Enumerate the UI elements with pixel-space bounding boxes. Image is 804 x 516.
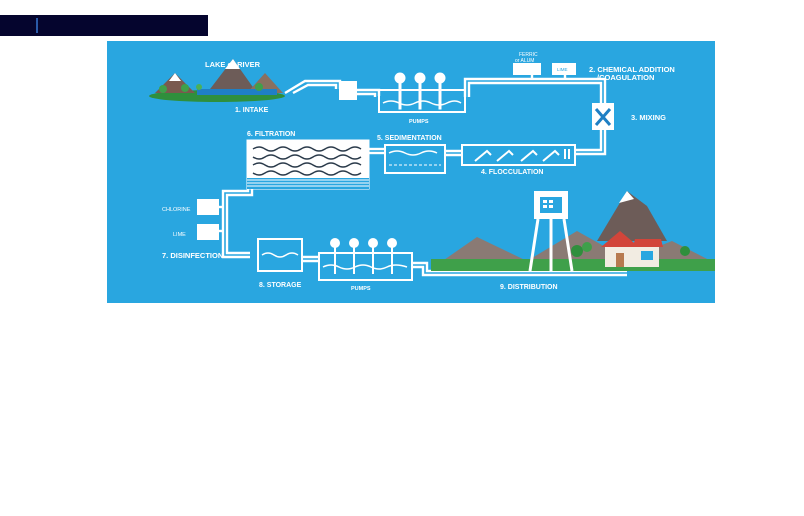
lake-scene xyxy=(149,59,285,102)
lake-label: LAKE or RIVER xyxy=(205,60,261,69)
lime-top-label: LIME xyxy=(557,67,568,72)
chemical-label-line2: /COAGULATION xyxy=(597,73,654,82)
distribution-scene xyxy=(431,191,715,272)
flocculation-label: 4. FLOCCULATION xyxy=(481,169,543,176)
chlorine-tank xyxy=(197,199,219,215)
pumps-bottom xyxy=(318,238,413,281)
disinfection-label: 7. DISINFECTION xyxy=(162,251,223,260)
filtration-unit xyxy=(246,139,370,190)
filtration-label: 6. FILTRATION xyxy=(247,131,295,138)
mixing-label: 3. MIXING xyxy=(631,113,666,122)
lime-bottom-label: LIME xyxy=(173,232,186,238)
water-treatment-diagram: LAKE or RIVER 1. INTAKE PUMPS FERRIC or … xyxy=(107,41,715,303)
distribution-label: 9. DISTRIBUTION xyxy=(500,284,558,291)
ferric-label-line1: FERRIC xyxy=(519,52,538,58)
lime-tank-bottom xyxy=(197,224,219,240)
flocculation-basin xyxy=(461,144,576,166)
storage-label: 8. STORAGE xyxy=(259,282,302,289)
chlorine-label: CHLORINE xyxy=(162,207,191,213)
mixing-box xyxy=(592,103,614,130)
chemical-label-line1: 2. CHEMICAL ADDITION xyxy=(589,65,675,74)
pumps-bottom-label: PUMPS xyxy=(351,286,371,292)
storage-tank xyxy=(257,238,303,272)
lime-tank-top xyxy=(552,63,576,75)
pumps-top-label: PUMPS xyxy=(409,119,429,125)
sedimentation-label: 5. SEDIMENTATION xyxy=(377,135,442,142)
header-accent xyxy=(36,18,38,33)
pumps-top xyxy=(378,72,466,113)
intake-box xyxy=(339,81,357,100)
header-bar xyxy=(0,15,208,36)
ferric-label-line2: or ALUM xyxy=(515,58,534,64)
ferric-tank xyxy=(513,63,541,75)
pipe-network xyxy=(219,75,627,277)
intake-label: 1. INTAKE xyxy=(235,107,269,114)
sedimentation-basin xyxy=(384,144,446,174)
